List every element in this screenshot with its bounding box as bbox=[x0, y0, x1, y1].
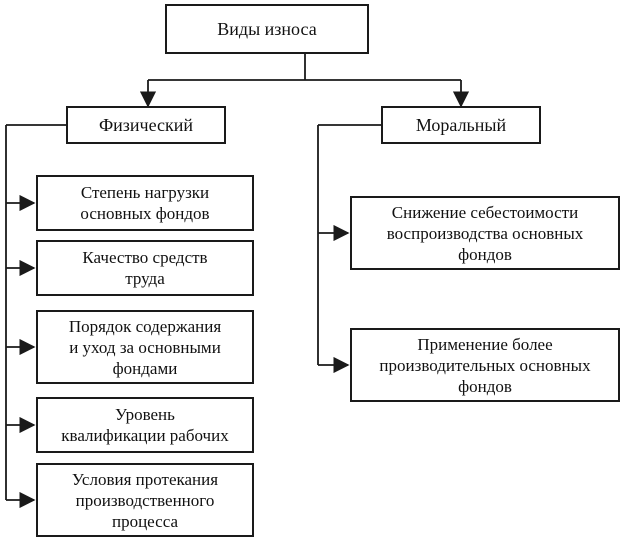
physical-item-label: Условия протекания производственного про… bbox=[71, 469, 219, 531]
moral-label: Моральный bbox=[415, 114, 507, 135]
physical-item: Уровень квалификации рабочих bbox=[36, 397, 254, 453]
physical-item: Степень нагрузки основных фондов bbox=[36, 175, 254, 231]
moral-node: Моральный bbox=[381, 106, 541, 144]
physical-item-label: Порядок содержания и уход за основными ф… bbox=[68, 316, 222, 378]
moral-item-label: Применение более производительных основн… bbox=[379, 334, 591, 396]
physical-item: Условия протекания производственного про… bbox=[36, 463, 254, 537]
root-label: Виды износа bbox=[217, 18, 317, 39]
physical-item-label: Уровень квалификации рабочих bbox=[61, 405, 229, 445]
physical-item-label: Степень нагрузки основных фондов bbox=[80, 183, 210, 223]
physical-item: Качество средств труда bbox=[36, 240, 254, 296]
root-node: Виды износа bbox=[165, 4, 369, 54]
physical-item: Порядок содержания и уход за основными ф… bbox=[36, 310, 254, 384]
physical-label: Физический bbox=[98, 114, 194, 135]
moral-item: Применение более производительных основн… bbox=[350, 328, 620, 402]
physical-node: Физический bbox=[66, 106, 226, 144]
moral-item-label: Снижение себестоимости воспроизводства о… bbox=[386, 202, 584, 264]
moral-item: Снижение себестоимости воспроизводства о… bbox=[350, 196, 620, 270]
physical-item-label: Качество средств труда bbox=[82, 248, 208, 288]
